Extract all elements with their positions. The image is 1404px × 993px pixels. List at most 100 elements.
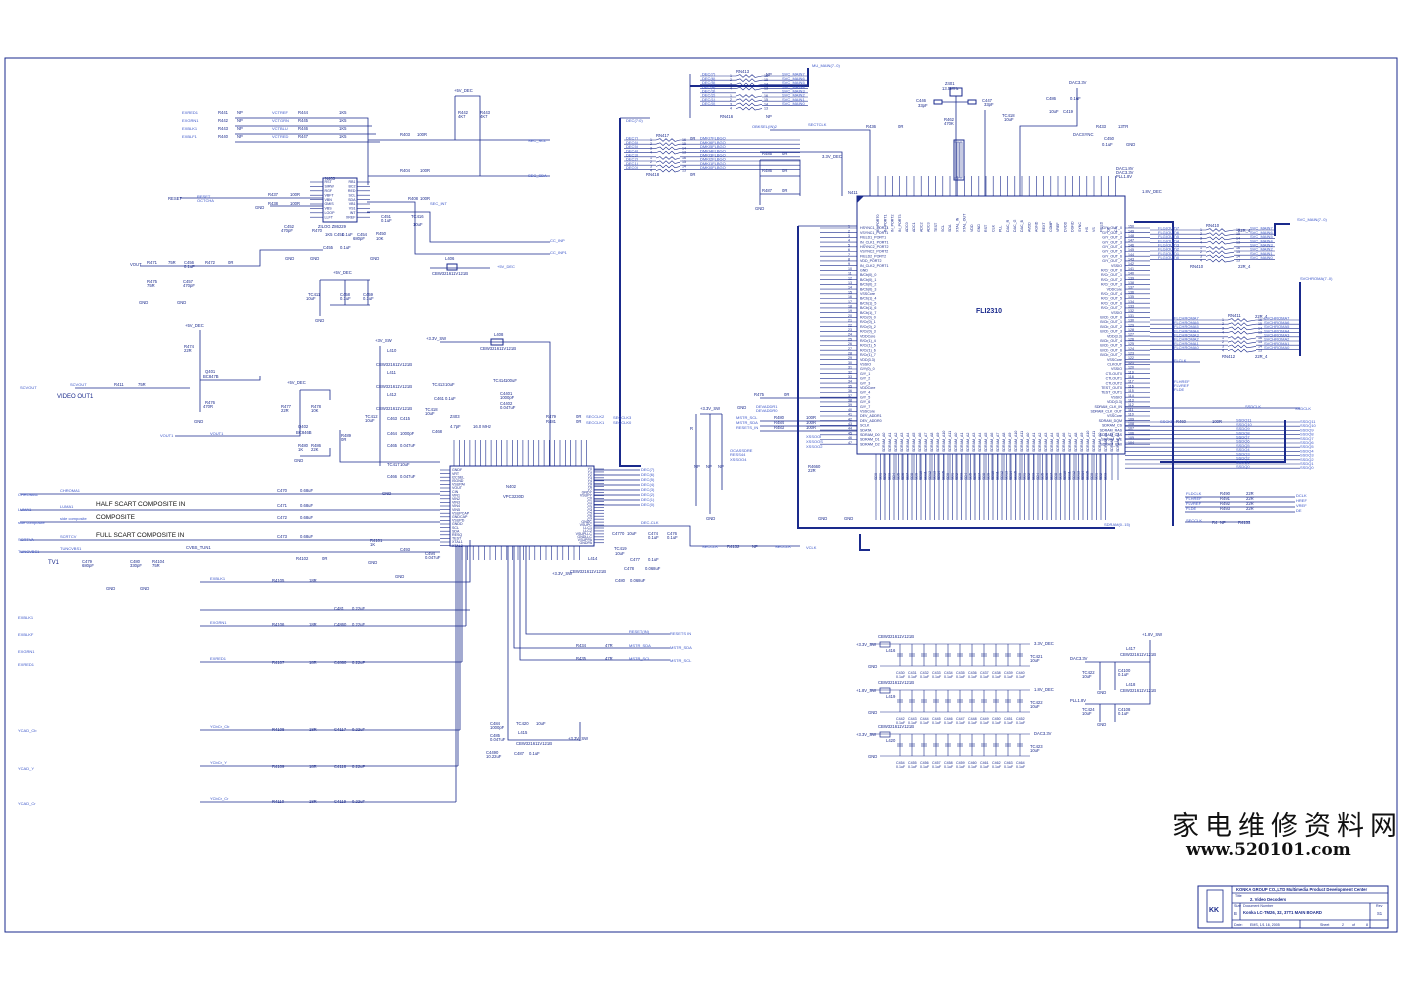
svg-text:FLG(OUT)3: FLG(OUT)3 [1158,243,1180,248]
svg-text:126: 126 [1128,337,1134,341]
fli-right-pin: VDD(3.3) [1107,400,1122,404]
tv1-label: TV1 [48,560,60,566]
svg-text:41: 41 [848,413,852,417]
svg-text:0R: 0R [341,437,346,442]
svg-text:C454: C454 [896,761,905,765]
svg-text:10K: 10K [311,408,319,413]
svg-text:SSDQ4: SSDQ4 [1300,448,1314,453]
svg-text:10uF: 10uF [615,551,625,556]
svg-text:0.1uF: 0.1uF [1016,721,1026,725]
svg-text:0.1uF: 0.1uF [908,675,918,679]
svg-text:RESETS_IN: RESETS_IN [736,425,758,430]
svg-text:L410: L410 [387,348,397,353]
svg-text:VBN: VBN [325,198,333,202]
svg-text:+1.8V_SW: +1.8V_SW [856,688,876,693]
fli-right-pin: CLKOUT [1107,363,1122,367]
svg-text:DCLK: DCLK [1296,493,1307,498]
fli-left-pin: R/Cr(0)_1 [860,320,876,324]
port-tuncvbs1: TUNCVBS1 [18,549,40,554]
fli-left-pin: G/Y_2 [860,377,870,381]
svg-text:14: 14 [764,102,768,106]
svg-text:R440: R440 [218,134,229,139]
svg-text:10uF: 10uF [425,411,435,416]
svg-text:FLG(OUT)0: FLG(OUT)0 [1158,255,1180,260]
svg-text:SDRAM_A7: SDRAM_A7 [924,433,928,452]
svg-text:13: 13 [1258,349,1262,353]
port-side-composite: side composite [18,520,45,525]
svg-text:SDRAM_A9: SDRAM_A9 [1080,433,1084,452]
svg-text:0.1uF: 0.1uF [1070,96,1081,101]
svg-text:0.1uF: 0.1uF [956,721,966,725]
svg-text:150: 150 [1128,225,1134,229]
svg-text:DEC1I: DEC1I [626,161,638,166]
svg-text:C461: C461 [434,396,445,401]
svg-text:DEC(3): DEC(3) [641,487,655,492]
svg-text:XSSOOS: XSSOOS [806,439,823,444]
svg-text:EXRED1: EXRED1 [182,110,199,115]
svg-text:0.22uF: 0.22uF [352,606,365,611]
svg-text:DAC1.8V: DAC1.8V [1116,166,1134,171]
vpc-right-pin: Y5 [588,482,592,486]
svg-text:SDRAM_A4: SDRAM_A4 [1050,433,1054,452]
svg-text:SSDQ5: SSDQ5 [1236,443,1250,448]
svg-text:123: 123 [1128,352,1134,356]
svg-text:SD13: SD13 [1005,471,1009,480]
svg-text:0.1uF: 0.1uF [896,675,906,679]
svg-text:FLCHROMA4: FLCHROMA4 [1174,328,1199,333]
svg-text:DAC3.3V: DAC3.3V [1116,170,1134,175]
svg-text:RED: RED [348,189,356,193]
svg-text:0.1uF: 0.1uF [980,721,990,725]
svg-text:R436: R436 [866,124,877,129]
svg-text:SD6: SD6 [973,473,977,480]
svg-text:SDRAM_A9: SDRAM_A9 [936,433,940,452]
fli-left-pin: R/Cr(1)_7 [860,353,876,357]
svg-text:SVCHROMA2: SVCHROMA2 [1264,337,1290,342]
svg-text:10uF: 10uF [1082,711,1092,716]
fli-left-pin: B/Cb(0)_0 [860,273,876,277]
vpc-right-pin: C7 [587,517,592,521]
svg-text:112: 112 [1128,403,1134,407]
svg-text:SCRTCV: SCRTCV [60,534,77,539]
svg-text:R4101: R4101 [370,538,383,543]
fli-top-pin: RST [984,224,988,232]
svg-text:40: 40 [848,408,852,412]
vpc-left-pin: ISGND [452,479,464,483]
svg-text:0.1uF: 0.1uF [896,721,906,725]
fli-top-pin: ADC3 [927,222,931,232]
svg-text:SD8: SD8 [1054,473,1058,480]
svg-text:SVC_MAIN4: SVC_MAIN4 [1250,238,1273,243]
svg-text:114: 114 [1128,394,1134,398]
svg-text:GND: GND [294,458,303,463]
svg-text:0.1uF: 0.1uF [381,218,392,223]
svg-text:C478: C478 [624,566,635,571]
svg-text:SVCHROMA1: SVCHROMA1 [1264,341,1290,346]
svg-text:GND: GND [1097,690,1106,695]
svg-text:R4108: R4108 [272,727,285,732]
fli-left-pin: VSSCore [860,292,875,296]
svg-text:16: 16 [848,295,852,299]
svg-text:13: 13 [848,281,852,285]
svg-text:0.1uF: 0.1uF [944,721,954,725]
svg-text:SSDQ1: SSDQ1 [1236,460,1250,465]
svg-text:L415: L415 [518,730,528,735]
svg-text:C450: C450 [992,717,1001,721]
svg-text:SDRAM_A3: SDRAM_A3 [900,433,904,452]
svg-text:SSDCLK: SSDCLK [1245,404,1261,409]
fli-right-pin: TEST_OUT0 [1101,386,1122,390]
svg-text:22R: 22R [1246,501,1254,506]
svg-text:3: 3 [650,164,652,168]
svg-text:SD9: SD9 [1059,473,1063,480]
svg-text:0.047uF: 0.047uF [500,405,516,410]
svg-text:75R: 75R [147,283,155,288]
svg-text:FLCHROMA2: FLCHROMA2 [1174,337,1199,342]
svg-text:22R_4: 22R_4 [1238,264,1251,269]
svg-text:148: 148 [1128,234,1134,238]
tb-doc: Konka LC-TM26, 32, 37T1 MAIN BOARD [1243,910,1322,915]
svg-text:R445: R445 [298,118,309,123]
svg-text:R471: R471 [147,260,158,265]
svg-text:R437: R437 [268,192,279,197]
svg-text:4.7pF: 4.7pF [450,424,461,429]
svg-text:SECCLK: SECCLK [702,544,718,549]
svg-text:42: 42 [848,417,852,421]
